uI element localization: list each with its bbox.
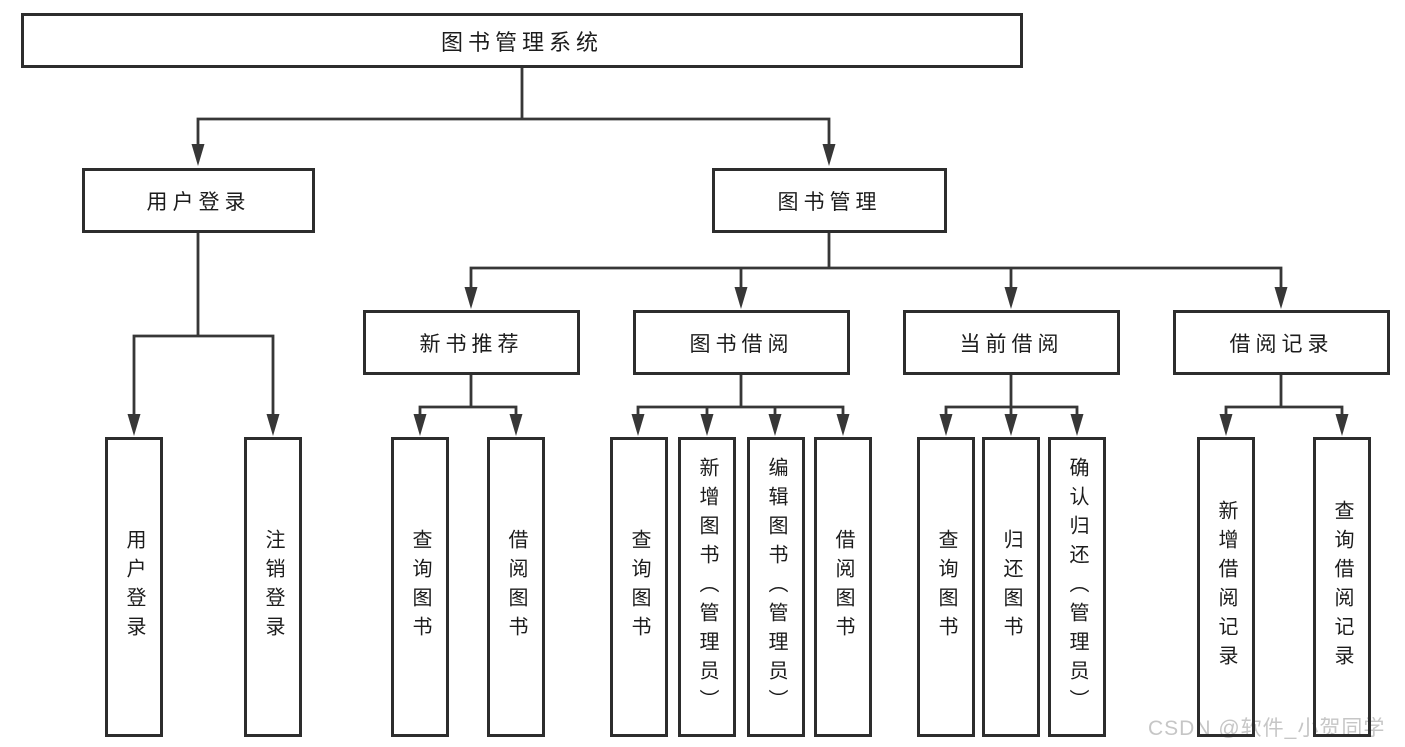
leaf-recommend-query-book: 查询图书 xyxy=(391,437,449,737)
leaf-user-login: 用户登录 xyxy=(105,437,163,737)
leaf-recommend-borrow-book: 借阅图书 xyxy=(487,437,545,737)
wire-book-management-to-level3 xyxy=(464,231,1288,309)
node-root: 图书管理系统 xyxy=(21,13,1023,68)
leaf-current-confirm-return-admin: 确认归还（管理员） xyxy=(1048,437,1106,737)
leaf-borrowing-edit-book-admin: 编辑图书（管理员） xyxy=(747,437,805,737)
leaf-borrowing-add-book-admin: 新增图书（管理员） xyxy=(678,437,736,737)
leaf-current-return-book: 归还图书 xyxy=(982,437,1040,737)
leaf-current-query-book: 查询图书 xyxy=(917,437,975,737)
node-book-borrowing-label: 图书借阅 xyxy=(689,332,794,356)
csdn-watermark: CSDN @软件_小贺同学 xyxy=(1148,717,1386,740)
leaf-borrowing-add-book-admin-label: 新增图书（管理员） xyxy=(696,456,718,718)
node-user-login: 用户登录 xyxy=(82,168,315,233)
leaf-records-query-borrow-record-label: 查询借阅记录 xyxy=(1331,500,1353,674)
leaf-borrowing-borrow-book: 借阅图书 xyxy=(814,437,872,737)
leaf-records-add-borrow-record-label: 新增借阅记录 xyxy=(1215,500,1237,674)
leaf-user-login-label: 用户登录 xyxy=(123,529,145,645)
node-borrowing-records-label: 借阅记录 xyxy=(1229,332,1334,356)
wire-root-to-level2 xyxy=(191,66,836,166)
node-book-borrowing: 图书借阅 xyxy=(633,310,850,375)
leaf-current-confirm-return-admin-label: 确认归还（管理员） xyxy=(1066,456,1088,718)
wire-current-borrowing-to-leaves xyxy=(939,373,1084,436)
node-borrowing-records: 借阅记录 xyxy=(1173,310,1390,375)
node-current-borrowing-label: 当前借阅 xyxy=(959,332,1064,356)
leaf-borrowing-query-book-label: 查询图书 xyxy=(628,529,650,645)
leaf-borrowing-borrow-book-label: 借阅图书 xyxy=(832,529,854,645)
wire-user-login-to-leaves xyxy=(127,231,280,436)
node-new-book-recommend-label: 新书推荐 xyxy=(419,332,524,356)
leaf-current-query-book-label: 查询图书 xyxy=(935,529,957,645)
node-current-borrowing: 当前借阅 xyxy=(903,310,1120,375)
leaf-recommend-query-book-label: 查询图书 xyxy=(409,529,431,645)
leaf-borrowing-query-book: 查询图书 xyxy=(610,437,668,737)
node-new-book-recommend: 新书推荐 xyxy=(363,310,580,375)
wire-borrowing-records-to-leaves xyxy=(1219,373,1349,436)
leaf-logout: 注销登录 xyxy=(244,437,302,737)
wire-book-borrowing-to-leaves xyxy=(631,373,850,436)
node-book-management: 图书管理 xyxy=(712,168,947,233)
leaf-records-query-borrow-record: 查询借阅记录 xyxy=(1313,437,1371,737)
node-user-login-label: 用户登录 xyxy=(146,190,251,214)
node-book-management-label: 图书管理 xyxy=(777,190,882,214)
leaf-records-add-borrow-record: 新增借阅记录 xyxy=(1197,437,1255,737)
leaf-borrowing-edit-book-admin-label: 编辑图书（管理员） xyxy=(765,456,787,718)
leaf-recommend-borrow-book-label: 借阅图书 xyxy=(505,529,527,645)
leaf-current-return-book-label: 归还图书 xyxy=(1000,529,1022,645)
node-root-label: 图书管理系统 xyxy=(440,29,603,55)
leaf-logout-label: 注销登录 xyxy=(262,529,284,645)
wire-new-book-recommend-to-leaves xyxy=(413,373,523,436)
